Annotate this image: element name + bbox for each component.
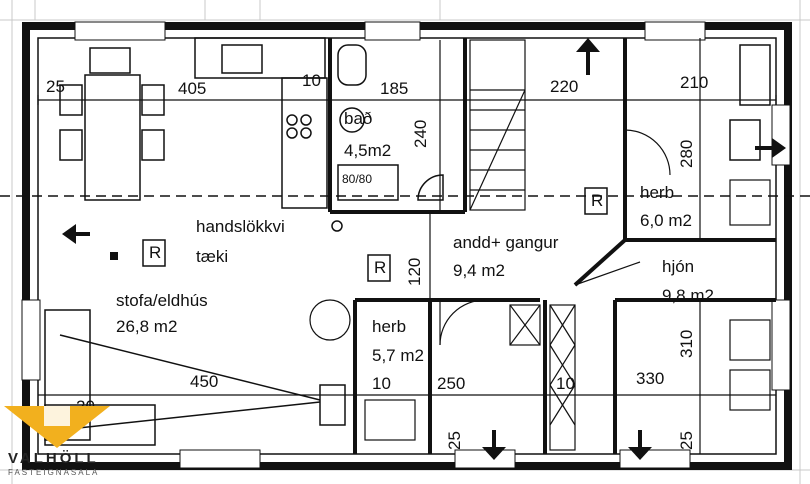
dot-marker xyxy=(110,252,118,260)
dim-250: 250 xyxy=(437,374,466,393)
room-bad-name: bað xyxy=(344,109,373,128)
dim-120: 120 xyxy=(405,257,424,286)
room-andd-area: 9,4 m2 xyxy=(453,261,505,280)
bedroom-furniture xyxy=(729,44,771,161)
logo-shield-icon xyxy=(4,406,110,448)
dim-25-top: 25 xyxy=(46,77,65,96)
room-herb2-area: 5,7 m2 xyxy=(372,346,424,365)
dimension-lines xyxy=(37,38,777,454)
bathroom-fixtures xyxy=(337,44,444,201)
dim-240: 240 xyxy=(411,119,430,148)
dim-280: 280 xyxy=(677,139,696,168)
arrows xyxy=(62,38,786,460)
room-hjon-area: 9,8 m2 xyxy=(662,286,714,305)
label-taeki: tæki xyxy=(196,247,229,266)
room-andd-name: andd+ gangur xyxy=(453,233,559,252)
marker-r-2: R xyxy=(374,258,387,277)
wardrobe xyxy=(509,304,576,451)
dim-10-a: 10 xyxy=(372,374,391,393)
windows xyxy=(21,21,791,469)
room-bad-area: 4,5m2 xyxy=(344,141,392,160)
dining-table xyxy=(59,47,165,201)
marker-r-3: R xyxy=(591,191,604,210)
dim-10-b: 10 xyxy=(556,374,575,393)
dim-450: 450 xyxy=(190,372,219,391)
marker-r-1: R xyxy=(149,243,162,262)
logo-chevron xyxy=(4,406,110,448)
room-herb1-area: 6,0 m2 xyxy=(640,211,692,230)
extinguisher-icon xyxy=(331,220,343,232)
dim-185: 185 xyxy=(380,79,409,98)
dim-310: 310 xyxy=(677,329,696,358)
dim-330: 330 xyxy=(636,369,665,388)
dim-405: 405 xyxy=(178,79,207,98)
washer-label: 80/80 xyxy=(342,172,373,186)
dim-210: 210 xyxy=(680,73,709,92)
dim-25-b: 25 xyxy=(677,431,696,450)
label-handslokkvi: handslökkvi xyxy=(196,217,285,236)
room-stofa-area: 26,8 m2 xyxy=(116,317,178,336)
room-stofa-name: stofa/eldhús xyxy=(116,291,208,310)
stairs xyxy=(469,39,526,211)
dim-10-top: 10 xyxy=(302,71,321,90)
doors xyxy=(309,129,771,441)
marker-boxes xyxy=(142,187,608,282)
room-herb1-name: herb xyxy=(640,183,675,202)
room-hjon-name: hjón xyxy=(662,257,695,276)
logo-name: VALHÖLL xyxy=(8,450,99,467)
valholl-logo: VALHÖLL FASTEIGNASALA xyxy=(2,404,122,484)
room-herb2-name: herb xyxy=(372,317,407,336)
logo-sub: FASTEIGNASALA xyxy=(8,468,100,477)
interior-walls xyxy=(328,38,776,454)
dim-220: 220 xyxy=(550,77,579,96)
dim-25-a: 25 xyxy=(445,431,464,450)
kitchen-counter xyxy=(194,37,328,209)
